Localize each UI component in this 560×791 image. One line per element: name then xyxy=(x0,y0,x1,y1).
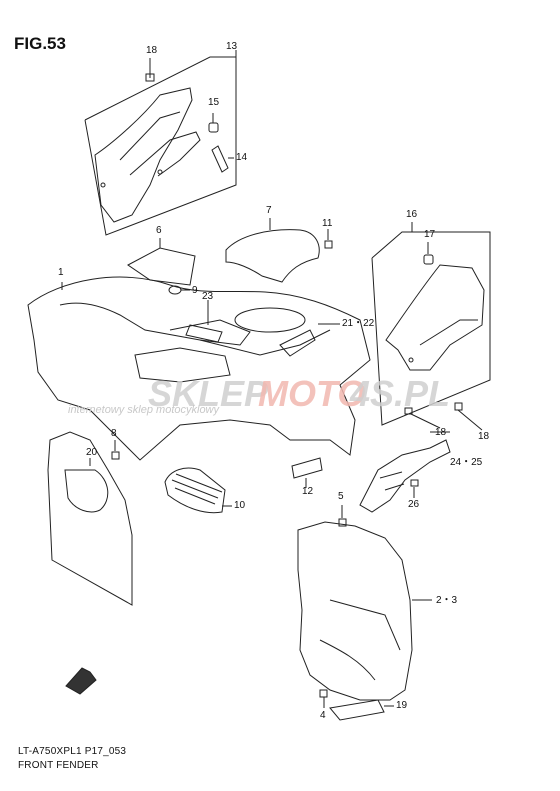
part-8-screw xyxy=(111,440,120,460)
part-24-25-bracket xyxy=(359,431,451,513)
part-16-side-cover xyxy=(385,264,485,371)
callout-21-22: 21・22 xyxy=(342,318,375,329)
part-26-bolt xyxy=(410,479,419,498)
callout-9: 9 xyxy=(192,285,198,296)
part-11-screw xyxy=(324,229,333,249)
part-2-3-inner-fender xyxy=(297,521,432,701)
part-20-mud-flap xyxy=(47,431,133,606)
part-14-strip xyxy=(211,145,234,173)
callout-10: 10 xyxy=(234,500,246,511)
part-5-screw xyxy=(338,505,347,527)
part-18-bolt-right xyxy=(454,402,483,431)
callout-14: 14 xyxy=(236,152,248,163)
callout-20: 20 xyxy=(86,447,98,458)
part-4-screw xyxy=(319,689,328,708)
part-15-clip xyxy=(208,113,219,133)
part-7-cover xyxy=(225,218,320,283)
part-1-front-fender xyxy=(27,276,371,461)
diagram-caption: FRONT FENDER xyxy=(18,760,99,771)
callout-18: 18 xyxy=(146,45,158,56)
callout-23: 23 xyxy=(202,291,214,302)
part-18-bolt-mid xyxy=(404,407,441,429)
callout-16: 16 xyxy=(406,209,418,220)
callout-2-3: 2・3 xyxy=(436,595,458,606)
callout-8: 8 xyxy=(111,428,117,439)
part-23-decal xyxy=(185,300,223,343)
callout-11: 11 xyxy=(322,218,333,229)
watermark-tagline: internetowy sklep motocyklowy xyxy=(68,404,221,416)
figure-title: FIG.53 xyxy=(14,34,66,53)
callout-5: 5 xyxy=(338,491,344,502)
callout-18-mid: 18 xyxy=(435,427,447,438)
callout-19: 19 xyxy=(396,700,408,711)
fwd-arrow-icon xyxy=(65,667,97,695)
watermark-text-a: SKLEP xyxy=(148,373,269,414)
callout-12: 12 xyxy=(302,486,314,497)
part-9-washer xyxy=(168,285,190,295)
callout-1: 1 xyxy=(58,267,64,278)
diagram-code: LT-A750XPL1 P17_053 xyxy=(18,746,127,757)
part-13-side-cover xyxy=(94,87,201,223)
part-12-strip xyxy=(291,457,323,488)
callout-15: 15 xyxy=(208,97,220,108)
watermark-text-c: 4S.PL xyxy=(349,373,450,414)
box-16-outline xyxy=(371,222,491,426)
part-6-pad xyxy=(127,238,196,286)
part-18-bolt-top xyxy=(145,58,155,82)
callout-7: 7 xyxy=(266,205,272,216)
callout-24-25: 24・25 xyxy=(450,457,483,468)
part-17-clip xyxy=(423,242,434,265)
watermark-text-b: MOTO xyxy=(258,373,365,414)
callout-26: 26 xyxy=(408,499,420,510)
callout-4: 4 xyxy=(320,710,326,721)
part-19-strip xyxy=(329,699,394,721)
callout-13: 13 xyxy=(226,41,238,52)
callout-18-right: 18 xyxy=(478,431,490,442)
callout-17: 17 xyxy=(424,229,436,240)
part-10-grille xyxy=(164,467,232,514)
callout-6: 6 xyxy=(156,225,162,236)
